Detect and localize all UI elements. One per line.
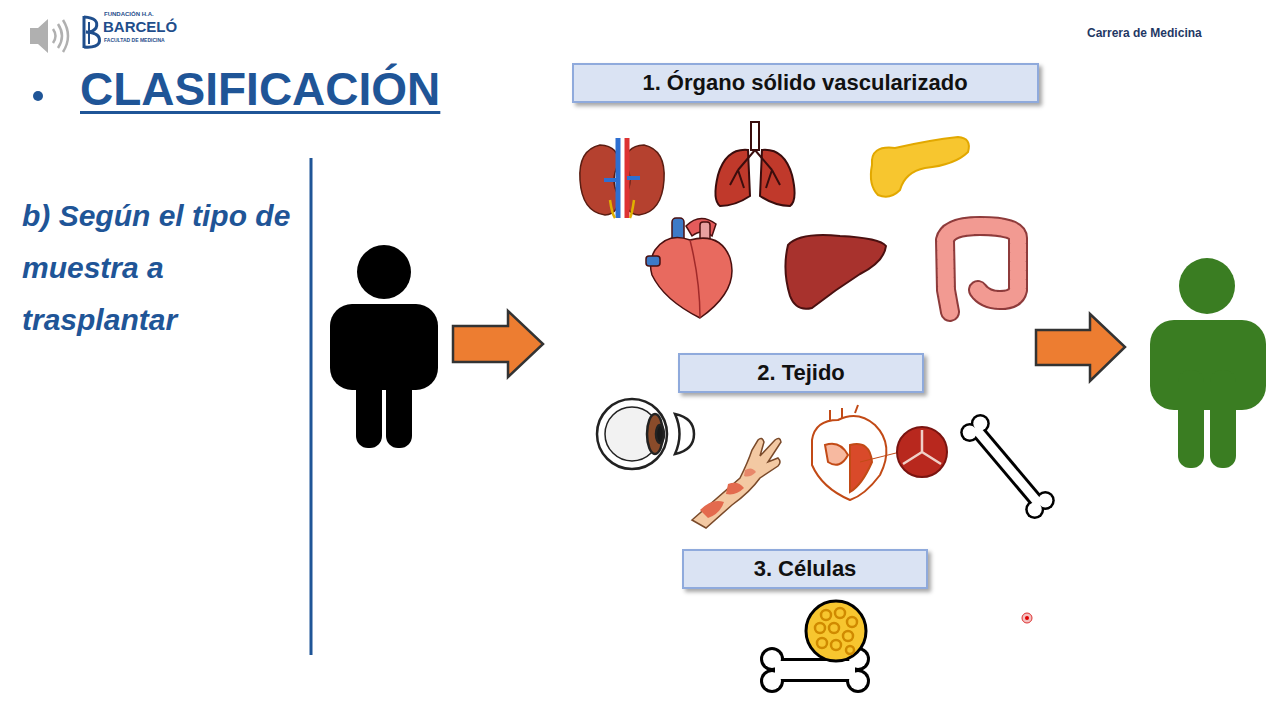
box-label: 3. Células: [754, 556, 857, 582]
skin-arm-icon: [692, 438, 781, 528]
donor-figure: [330, 245, 438, 448]
subheading: b) Según el tipo de muestra a trasplanta…: [22, 190, 294, 346]
slide-title: CLASIFICACIÓN: [80, 62, 440, 116]
pointer-dot: [1022, 613, 1032, 623]
logo-name: BARCELÓ: [103, 18, 177, 35]
pancreas-icon: [871, 137, 969, 197]
flow-arrow: [1036, 314, 1125, 381]
colon-icon: [945, 226, 1018, 312]
eye-icon: [597, 399, 694, 469]
logo-mark: [84, 16, 99, 48]
marrow-cells-icon: [760, 601, 870, 693]
valve-icon: [897, 427, 947, 477]
flow-arrow: [453, 311, 543, 377]
category-box: 2. Tejido: [678, 353, 924, 393]
lungs-icon: [715, 122, 794, 206]
heart-icon: [646, 218, 732, 318]
liver-icon: [785, 235, 886, 309]
divider-line: [310, 158, 313, 655]
category-box: 1. Órgano sólido vascularizado: [572, 63, 1039, 103]
category-box: 3. Células: [682, 549, 928, 589]
logo-subtext: FUNDACIÓN H.A.: [104, 11, 154, 17]
recipient-figure: [1150, 258, 1266, 468]
kidneys-icon: [580, 138, 664, 218]
box-label: 1. Órgano sólido vascularizado: [642, 70, 967, 96]
bullet: [33, 91, 43, 101]
heart-section-icon: [812, 405, 900, 500]
logo-faculty: FACULTAD DE MEDICINA: [104, 37, 165, 43]
box-label: 2. Tejido: [757, 360, 845, 386]
header-course: Carrera de Medicina: [1087, 26, 1202, 40]
bone-icon: [960, 414, 1055, 519]
speaker-icon: [30, 19, 68, 53]
